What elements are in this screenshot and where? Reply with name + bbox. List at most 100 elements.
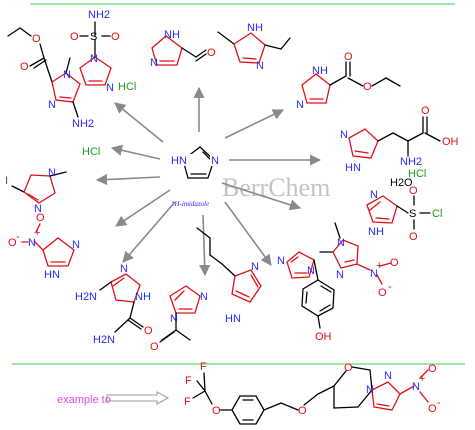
svg-text:NH: NH [135, 291, 151, 303]
svg-text:O: O [344, 51, 353, 63]
svg-text:O: O [428, 363, 437, 375]
svg-text:N: N [90, 53, 98, 65]
svg-text:O: O [298, 405, 307, 417]
svg-text:N: N [337, 237, 345, 249]
svg-text:N: N [72, 239, 80, 251]
svg-text:N: N [48, 167, 56, 179]
svg-text:HCl: HCl [408, 168, 426, 180]
svg-text:F: F [200, 361, 207, 373]
svg-text:OH: OH [315, 331, 332, 343]
svg-text:O: O [8, 237, 17, 249]
svg-text:N: N [211, 155, 219, 167]
svg-text:+: + [419, 373, 425, 385]
svg-text:N: N [48, 99, 56, 111]
svg-text:-: - [437, 397, 441, 409]
svg-text:HCl: HCl [118, 81, 136, 93]
arrows [95, 86, 322, 277]
svg-text:HN: HN [44, 269, 60, 281]
example-label: example to [57, 394, 111, 406]
svg-text:O: O [70, 31, 79, 43]
svg-text:N: N [340, 129, 348, 141]
svg-text:NH2: NH2 [72, 118, 94, 130]
svg-text:N: N [251, 261, 259, 273]
svg-text:I: I [5, 175, 8, 187]
svg-text:O: O [207, 47, 216, 59]
svg-text:OH: OH [442, 136, 459, 148]
watermark: BerrChem [222, 173, 330, 202]
molecule-acetylimidazole: N N O [150, 285, 208, 353]
example-molecule: F F F O O O N N N + O O - [184, 361, 441, 425]
svg-text:N: N [307, 265, 315, 277]
svg-text:O: O [409, 231, 418, 243]
molecule-ethyl-imidazole-carboxylate: NH N O O [296, 51, 401, 111]
hollow-arrow [106, 391, 170, 405]
svg-text:O: O [428, 403, 437, 415]
svg-text:N: N [412, 381, 420, 393]
svg-text:O: O [20, 61, 29, 73]
center-imidazole: HN N 1H-imidazole [170, 146, 220, 208]
svg-text:N: N [296, 99, 304, 111]
svg-text:F: F [184, 396, 191, 408]
svg-text:H2N: H2N [93, 334, 115, 346]
svg-text:NH2: NH2 [88, 9, 110, 21]
svg-text:N: N [170, 313, 178, 325]
svg-text:S: S [90, 31, 97, 43]
svg-text:N: N [28, 237, 36, 249]
molecule-histidine: N HN O OH NH2 HCl H2O [340, 105, 459, 189]
molecule-ethyl-methylimidazole: NH N [217, 22, 291, 72]
molecule-nitroimidazole: O - N + O N HN [8, 212, 80, 281]
svg-text:NH: NH [164, 29, 180, 41]
svg-text:O: O [111, 31, 120, 43]
svg-text:H2N: H2N [75, 291, 97, 303]
svg-text:O: O [344, 362, 353, 374]
svg-text:N: N [336, 269, 344, 281]
svg-text:NH: NH [312, 65, 328, 77]
svg-text:O: O [32, 33, 41, 45]
svg-text:N: N [34, 203, 42, 215]
svg-text:N: N [366, 384, 374, 396]
svg-text:HN: HN [171, 155, 187, 167]
svg-text:NH: NH [247, 22, 263, 34]
svg-text:NH2: NH2 [400, 156, 422, 168]
svg-text:O: O [378, 287, 387, 299]
svg-text:N: N [106, 82, 114, 94]
svg-text:N: N [370, 268, 378, 280]
svg-text:HN: HN [345, 162, 361, 174]
svg-text:N: N [120, 263, 128, 275]
svg-text:O: O [212, 405, 221, 417]
svg-text:N: N [384, 370, 392, 382]
example-row: example to F [57, 361, 441, 425]
svg-text:N: N [63, 69, 71, 81]
svg-text:N: N [277, 255, 285, 267]
svg-text:O: O [144, 325, 153, 337]
svg-text:HCl: HCl [82, 146, 100, 158]
molecule-dimethyl-nitroimidazole: N N N + O O - [319, 222, 399, 299]
molecule-iodo-methylimidazole: I N N [5, 167, 67, 215]
svg-text:O: O [409, 185, 418, 197]
svg-text:+: + [34, 227, 40, 239]
svg-text:O: O [36, 212, 45, 224]
svg-text:N: N [370, 189, 378, 201]
svg-text:+: + [376, 260, 382, 272]
svg-text:-: - [16, 231, 20, 243]
molecule-imidazole-sulfonyl-chloride: N NH S O O Cl [366, 185, 442, 243]
svg-text:-: - [388, 281, 392, 293]
svg-text:O: O [150, 341, 159, 353]
molecule-aminoimidazole-carboxamide: N NH H2N O H2N [75, 263, 153, 346]
svg-text:NH: NH [368, 226, 384, 238]
svg-text:O: O [363, 81, 372, 93]
svg-text:F: F [185, 375, 192, 387]
molecule-imidazolylphenol: N N OH [277, 251, 335, 343]
svg-text:HN: HN [225, 313, 241, 325]
molecule-ethyl-aminoimidazole-carboxylate: O O N N NH2 HCl [7, 27, 100, 158]
svg-text:O: O [421, 105, 430, 117]
center-label: 1H-imidazole [171, 200, 209, 208]
svg-text:H2O: H2O [390, 177, 413, 189]
molecule-imidazole-sulfonamide: NH2 S O O N N HCl [70, 9, 136, 94]
svg-text:N: N [200, 291, 208, 303]
svg-text:O: O [390, 257, 399, 269]
svg-text:N: N [256, 60, 264, 72]
svg-text:S: S [409, 208, 416, 220]
molecule-imidazole-carbaldehyde: NH N O [150, 29, 216, 69]
